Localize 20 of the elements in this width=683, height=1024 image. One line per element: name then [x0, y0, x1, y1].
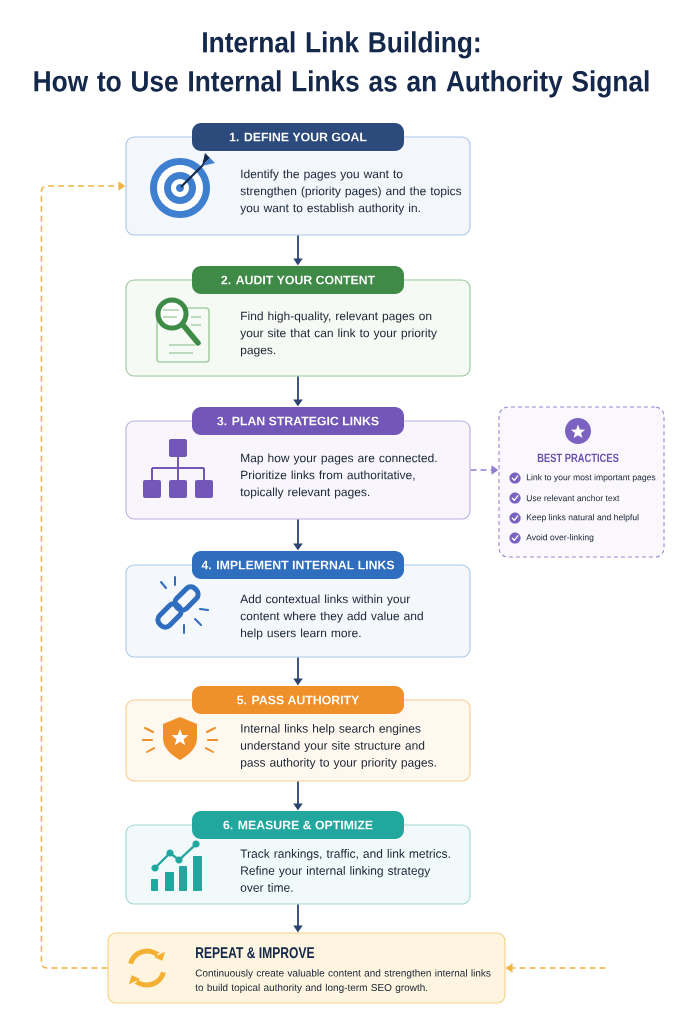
heading-pill: 3. PLAN STRATEGIC LINKS: [192, 407, 404, 435]
step-description: Identify the pages you want to strengthen (priority pages) and the topics you want to establish authority in.: [240, 169, 462, 215]
step-description: Find high-quality, relevant pages on your site that can link to your priority pages.: [240, 311, 437, 357]
panel-heading: BEST PRACTICES: [537, 453, 619, 463]
list-item: Keep links natural and helpful: [526, 514, 639, 522]
list-item: Link to your most important pages: [526, 474, 656, 482]
title: Internal Link Building: How to Use Internal Links as an Authority Signal: [34, 31, 649, 98]
heading-pill: 6. MEASURE & OPTIMIZE: [192, 811, 404, 839]
heading-pill: 4. IMPLEMENT INTERNAL LINKS: [192, 551, 404, 579]
step-description: Map how your pages are connected. Prioritize links from authoritative, topically relevant pages.: [240, 453, 437, 499]
card-description: Continuously create valuable content and strengthen internal links to build topical authority and long-term SEO growth.: [195, 969, 491, 994]
heading-pill: 2. AUDIT YOUR CONTENT: [192, 266, 404, 294]
step-description: Add contextual links within your content where they add value and help users learn more.: [240, 594, 423, 640]
heading-pill: 5. PASS AUTHORITY: [192, 686, 404, 714]
heading-pill: 1. DEFINE YOUR GOAL: [192, 123, 404, 151]
step-description: Internal links help search engines understand your site structure and pass authority to your priority pages.: [240, 723, 436, 770]
step-description: Track rankings, traffic, and link metrics. Refine your internal linking strategy over time.: [240, 849, 450, 892]
list-item: Use relevant anchor text: [526, 494, 620, 502]
list-item: Avoid over-linking: [526, 534, 594, 542]
card-heading: REPEAT & IMPROVE: [196, 947, 315, 959]
